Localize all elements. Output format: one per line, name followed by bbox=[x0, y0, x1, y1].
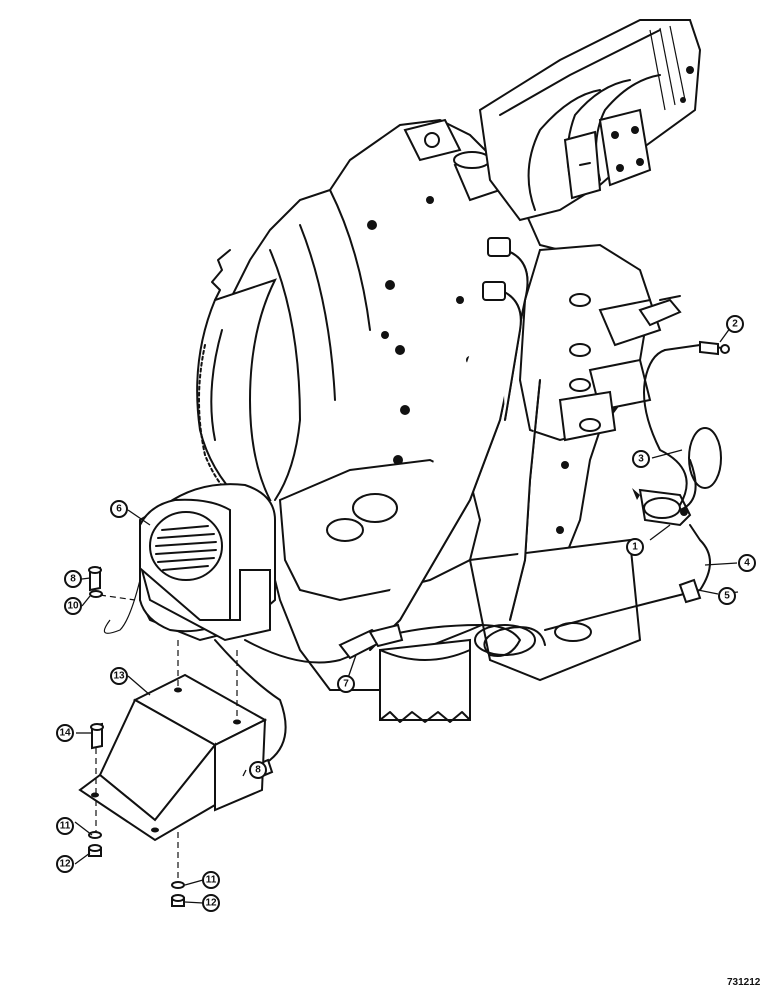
callouts: 1 2 3 4 5 6 7 8 bbox=[56, 315, 756, 912]
mounting-bracket bbox=[78, 673, 268, 842]
callout-12-bottom: 12 bbox=[202, 894, 220, 912]
svg-text:12: 12 bbox=[205, 898, 217, 909]
control-valve bbox=[518, 243, 682, 442]
callout-2: 2 bbox=[726, 315, 744, 333]
svg-text:3: 3 bbox=[638, 454, 644, 465]
callout-1: 1 bbox=[626, 538, 644, 556]
svg-text:11: 11 bbox=[60, 821, 71, 832]
svg-text:11: 11 bbox=[206, 875, 217, 886]
svg-text:14: 14 bbox=[59, 728, 71, 739]
svg-text:13: 13 bbox=[113, 671, 125, 682]
callout-6: 6 bbox=[110, 500, 128, 518]
hydraulic-tubes bbox=[369, 237, 541, 651]
svg-text:8: 8 bbox=[70, 574, 76, 585]
callout-10: 10 bbox=[64, 597, 82, 615]
pressure-switch bbox=[632, 488, 692, 527]
assembly-lines bbox=[95, 594, 238, 882]
svg-text:5: 5 bbox=[724, 591, 730, 602]
callout-11-bottom: 11 bbox=[202, 871, 220, 889]
callout-3: 3 bbox=[632, 450, 650, 468]
callout-11-left: 11 bbox=[56, 817, 74, 835]
callout-13: 13 bbox=[110, 667, 128, 685]
callout-14: 14 bbox=[56, 724, 74, 742]
svg-text:10: 10 bbox=[67, 601, 79, 612]
callout-8-bottom: 8 bbox=[249, 761, 267, 779]
hardware bbox=[88, 566, 185, 907]
callout-7: 7 bbox=[337, 675, 355, 693]
svg-text:8: 8 bbox=[255, 765, 261, 776]
callout-12-left: 12 bbox=[56, 855, 74, 873]
svg-text:7: 7 bbox=[343, 679, 349, 690]
svg-text:1: 1 bbox=[632, 542, 638, 553]
svg-text:6: 6 bbox=[116, 504, 122, 515]
figure-number: 731212 bbox=[727, 977, 761, 988]
svg-text:12: 12 bbox=[59, 859, 71, 870]
svg-text:4: 4 bbox=[744, 558, 750, 569]
svg-text:2: 2 bbox=[732, 319, 738, 330]
hydraulic-pump bbox=[478, 19, 702, 222]
callout-4: 4 bbox=[738, 554, 756, 572]
callout-5: 5 bbox=[718, 587, 736, 605]
backup-alarm bbox=[139, 483, 276, 642]
callout-8-top: 8 bbox=[64, 570, 82, 588]
transmission-housing bbox=[196, 118, 642, 723]
